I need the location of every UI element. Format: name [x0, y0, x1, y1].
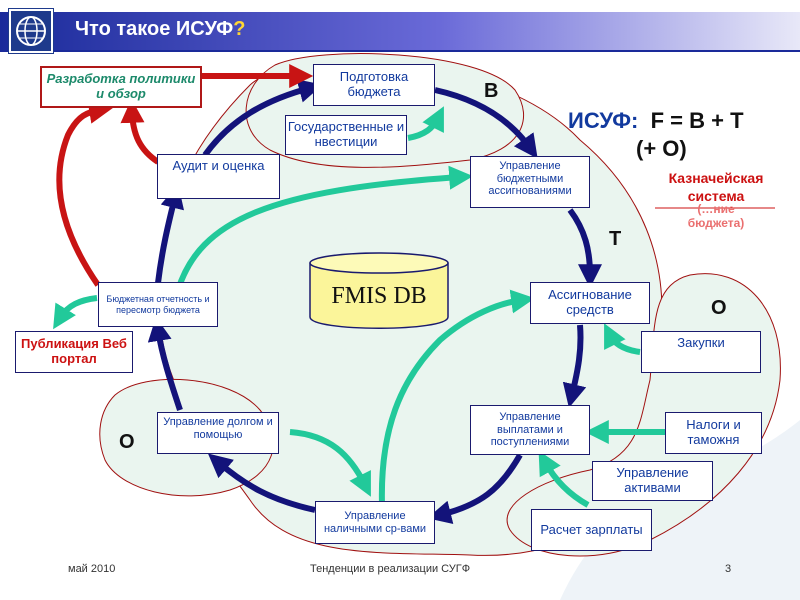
arrow-audit-to-policy: [120, 98, 160, 165]
db-label: FMIS DB: [331, 283, 427, 309]
box-public-invest: Государственные инвестиции: [285, 115, 407, 155]
footer-date: май 2010: [68, 563, 116, 575]
box-taxes: Налоги и таможня: [665, 412, 762, 454]
box-procurement: Закупки: [641, 331, 761, 373]
label-o-left: O: [119, 431, 135, 453]
footer-center: Тенденции в реализации СУГФ: [310, 563, 471, 575]
label-b: B: [484, 80, 499, 102]
arrow-invest-to-budget: [407, 106, 444, 141]
slide-title: Что такое ИСУФ?: [75, 18, 246, 40]
box-payroll: Расчет зарплаты: [531, 509, 652, 551]
box-cash: Управление наличными ср-вами: [315, 501, 435, 544]
box-debt: Управление долгом и помощью: [157, 412, 279, 454]
arrow-payments-to-cash: [427, 453, 523, 525]
box-assets: Управление активами: [592, 461, 713, 501]
arrow-debt-to-cash: [289, 429, 371, 497]
label-o-right: O: [711, 297, 727, 319]
database-icon: [309, 252, 449, 329]
label-t: T: [609, 228, 622, 250]
arrow-reporting-to-policy: [56, 99, 114, 287]
arrow-audit-to-budget: [202, 79, 323, 157]
box-budget-prep: Подготовка бюджета: [313, 64, 435, 106]
footer-page-number: 3: [725, 563, 732, 575]
arrow-cash-to-allocation: [378, 289, 536, 506]
arrow-reporting-to-audit: [155, 184, 185, 284]
box-payments: Управление выплатами и поступлениями: [470, 405, 590, 455]
arrow-appropriation-to-allocation: [567, 208, 602, 289]
world-bank-logo: [9, 9, 53, 53]
formula: ИСУФ: F = B + T: [568, 108, 744, 133]
arrow-procurement-to-allocation: [604, 323, 641, 355]
box-audit: Аудит и оценка: [157, 154, 280, 199]
arrow-reporting-to-publication: [53, 295, 98, 330]
arrow-allocation-to-payments: [562, 324, 587, 408]
box-reporting: Бюджетная отчетность и пересмотр бюджета: [98, 282, 218, 327]
arrow-reporting-to-appropriation: [175, 165, 474, 291]
box-policy: Разработка политики и обзор: [40, 66, 202, 108]
arrow-budget-to-appropriation: [434, 87, 538, 159]
box-publication: Публикация Веб портал: [15, 331, 133, 373]
box-allocation: Ассигнование средств: [530, 282, 650, 324]
formula-extension: (+ O): [636, 136, 687, 161]
title-band: [0, 12, 800, 50]
arrow-debt-to-reporting: [147, 316, 183, 411]
arrow-cash-to-debt: [207, 453, 316, 513]
arrow-payroll-to-payments: [538, 450, 590, 508]
box-appropriation-mgmt: Управление бюджетными ассигнованиями: [470, 156, 590, 208]
